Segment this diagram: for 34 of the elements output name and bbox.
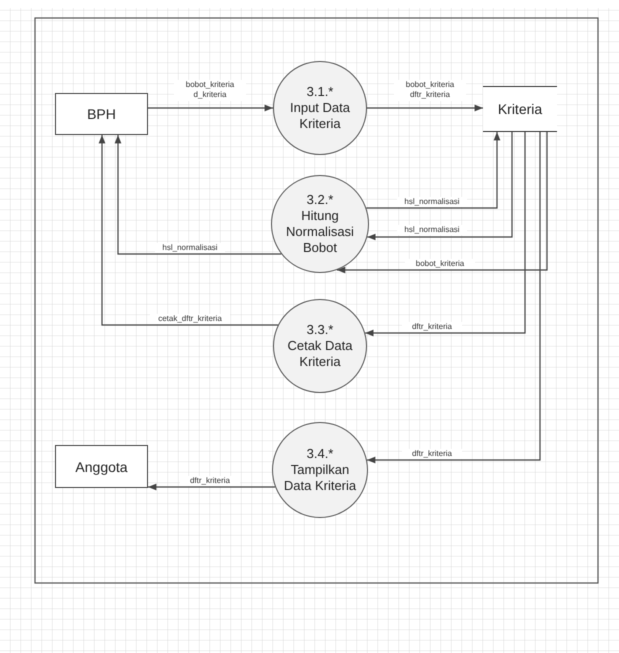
node-label: Tampilkan Data Kriteria xyxy=(282,462,358,494)
arrow xyxy=(366,132,500,209)
entity-box xyxy=(55,445,148,488)
edge-label: hsl_normalisasi xyxy=(397,225,467,236)
node-label: Anggota xyxy=(75,458,128,474)
edge-label: dftr_kriteria xyxy=(180,476,240,486)
edge-label: dftr_kriteria xyxy=(402,449,462,460)
process-number: 3.3.* xyxy=(306,322,334,338)
node-label: Cetak Data Kriteria xyxy=(286,338,354,370)
node-label: Hitung Normalisasi Bobot xyxy=(285,208,355,256)
process-number: 3.4.* xyxy=(306,446,334,462)
arrow xyxy=(336,132,548,274)
data-store xyxy=(483,86,557,132)
edge-label: bobot_kriteria d_kriteria xyxy=(174,80,246,101)
arrow xyxy=(366,132,541,464)
edge-label: cetak_dftr_kriteria xyxy=(150,314,230,324)
edge-label: bobot_kriteria dftr_kriteria xyxy=(394,80,466,101)
edge-label: hsl_normalisasi xyxy=(397,197,467,208)
edge-label: hsl_normalisasi xyxy=(155,243,225,254)
edge-label: dftr_kriteria xyxy=(402,322,462,332)
node-label: BPH xyxy=(87,106,116,122)
process-number: 3.1.* xyxy=(306,84,334,100)
entity-box xyxy=(55,93,148,135)
arrow xyxy=(114,135,282,255)
node-label: Input Data Kriteria xyxy=(289,100,351,132)
arrow xyxy=(365,132,526,336)
arrow xyxy=(367,104,483,112)
arrow xyxy=(367,132,513,240)
arrow xyxy=(148,104,273,112)
node-label: Kriteria xyxy=(498,101,542,117)
edge-label: bobot_kriteria xyxy=(405,259,475,270)
arrow xyxy=(98,135,278,326)
process-number: 3.2.* xyxy=(306,192,334,208)
arrow xyxy=(148,484,276,490)
